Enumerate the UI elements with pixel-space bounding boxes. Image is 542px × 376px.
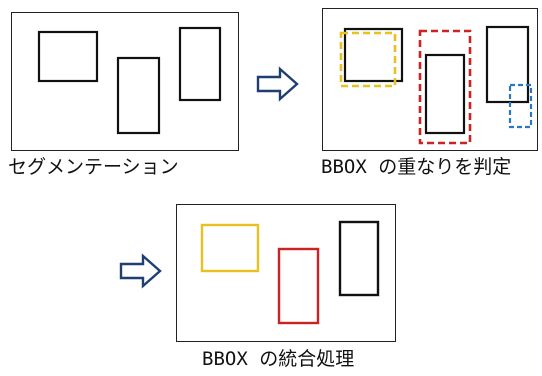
bbox-yellow xyxy=(339,31,397,88)
segment-rect-1 xyxy=(343,27,404,83)
segment-rect-3 xyxy=(178,26,222,102)
panel-merge xyxy=(176,204,396,342)
overlap-diagram xyxy=(339,25,533,145)
merged-bbox-yellow xyxy=(200,223,260,273)
merge-diagram xyxy=(200,220,380,325)
caption-segmentation: セグメンテーション xyxy=(8,156,179,178)
panel-segmentation xyxy=(11,12,239,151)
caption-merge: BBOX の統合処理 xyxy=(202,348,355,370)
merged-bbox-red xyxy=(277,247,320,325)
panel-overlap xyxy=(322,8,538,151)
caption-overlap: BBOX の重なりを判定 xyxy=(321,156,512,178)
segmentation-diagram xyxy=(37,26,222,135)
segment-rect-3 xyxy=(485,25,530,104)
segment-rect-2 xyxy=(116,56,161,135)
bbox-red xyxy=(418,29,472,145)
right-arrow-icon xyxy=(119,253,162,289)
bbox-blue xyxy=(508,83,533,129)
merged-bbox-black xyxy=(338,220,380,297)
segment-rect-2 xyxy=(424,53,466,135)
right-arrow-icon xyxy=(256,66,299,102)
segment-rect-1 xyxy=(37,30,99,83)
